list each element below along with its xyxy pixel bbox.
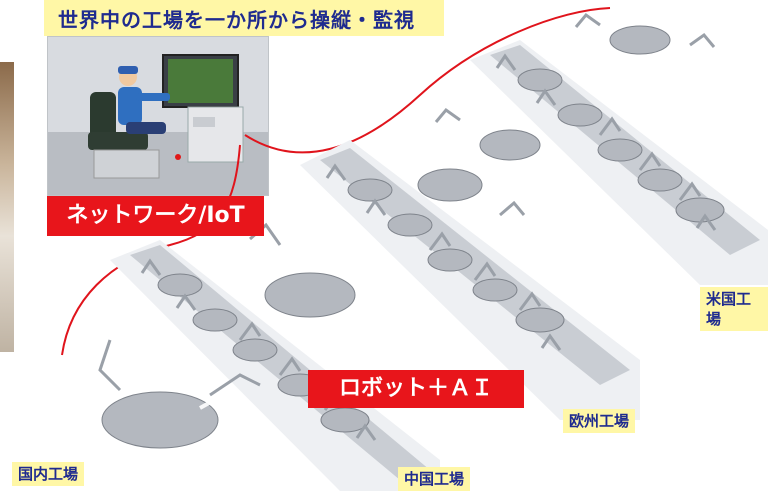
title-band [44, 0, 444, 36]
factory-tag-europe: 欧州工場 [563, 409, 636, 433]
remote-control-room-image [47, 36, 269, 196]
network-iot-label: ネットワーク/IoT [47, 196, 264, 236]
factory-line-usa [470, 12, 768, 285]
factory-tag-domestic: 国内工場 [12, 462, 85, 486]
factory-tag-china: 中国工場 [398, 467, 471, 491]
factory-line-domestic [98, 222, 440, 491]
robot-ai-label: ロボット＋ＡＩ [308, 370, 524, 408]
page-title: 世界中の工場を一か所から操縦・監視 [58, 8, 415, 32]
factory-tag-usa: 米国工場 [700, 287, 768, 331]
factory-line-europe [300, 107, 640, 420]
network-link-curve [61, 7, 611, 356]
operator-illustration [48, 37, 268, 195]
side-photo [0, 62, 14, 352]
